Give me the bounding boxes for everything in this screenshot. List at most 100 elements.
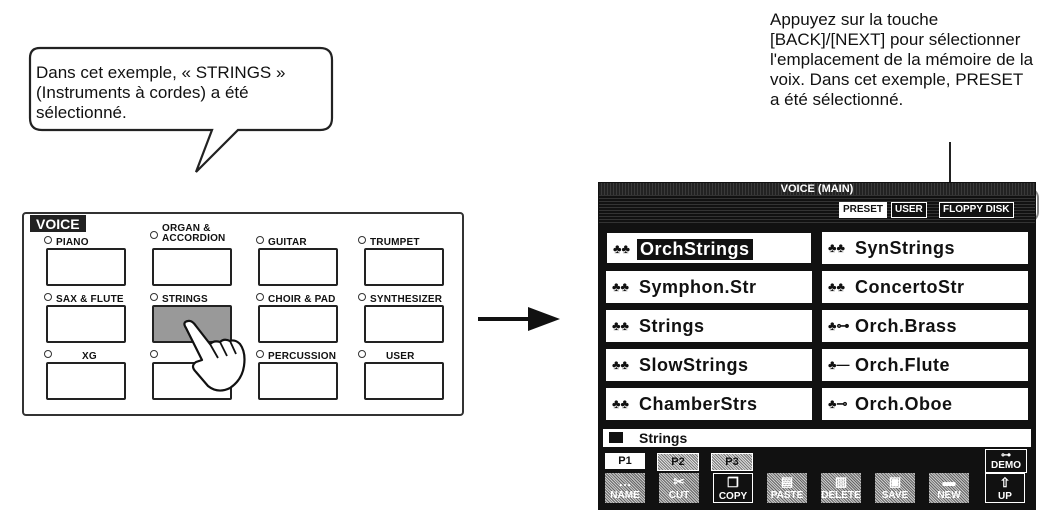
label-choir-pad: CHOIR & PAD: [256, 293, 336, 305]
brass-icon: ♣⊶: [828, 318, 850, 333]
led-icon: [256, 350, 264, 358]
folder-icon: [609, 432, 623, 443]
strings-icon: ♣♣: [613, 241, 631, 256]
copy-icon: ❐: [727, 475, 739, 490]
voice-button-percussion[interactable]: [258, 362, 338, 400]
label-synthesizer: SYNTHESIZER: [358, 293, 442, 305]
led-icon: [44, 350, 52, 358]
label-strings: STRINGS: [150, 293, 208, 305]
annotation-text: Appuyez sur la touche [BACK]/[NEXT] pour…: [770, 10, 1034, 109]
voice-name: OrchStrings: [637, 239, 753, 260]
oboe-icon: ♣⊸: [828, 396, 848, 411]
label-percussion: PERCUSSION: [256, 350, 336, 362]
voice-button-organ-accordion[interactable]: [152, 248, 232, 286]
voice-name: ChamberStrs: [639, 394, 758, 414]
label-sax-flute: SAX & FLUTE: [44, 293, 124, 305]
led-icon: [44, 293, 52, 301]
name-button[interactable]: …NAME: [605, 473, 645, 503]
tab-floppy-disk[interactable]: FLOPPY DISK: [939, 202, 1014, 218]
tab-preset[interactable]: PRESET: [839, 202, 888, 218]
led-icon: [150, 293, 158, 301]
voice-name: Symphon.Str: [639, 277, 757, 297]
up-button[interactable]: ⇧UP: [985, 473, 1025, 503]
voice-button-synthesizer[interactable]: [364, 305, 444, 343]
tab-user[interactable]: USER: [891, 202, 927, 218]
voice-button-user[interactable]: [364, 362, 444, 400]
strings-icon: ♣♣: [828, 279, 846, 294]
trumpet-icon: ⊶: [1001, 450, 1011, 461]
led-icon: [44, 236, 52, 244]
voice-button-sax-flute[interactable]: [46, 305, 126, 343]
arrow-head: [528, 307, 560, 331]
page-tab-p3[interactable]: P3: [711, 453, 753, 471]
screen-title: VOICE (MAIN): [599, 183, 1035, 195]
voice-slot-right-3[interactable]: ♣⊶ Orch.Brass: [821, 309, 1029, 343]
voice-slot-right-4[interactable]: ♣— Orch.Flute: [821, 348, 1029, 382]
voice-name: SynStrings: [855, 238, 956, 258]
voice-name: SlowStrings: [639, 355, 749, 375]
copy-button[interactable]: ❐COPY: [713, 473, 753, 503]
strings-icon: ♣♣: [612, 279, 630, 294]
strings-icon: ♣♣: [612, 318, 630, 333]
voice-slot-left-4[interactable]: ♣♣ SlowStrings: [605, 348, 813, 382]
page-tab-p2[interactable]: P2: [657, 453, 699, 471]
label-blank: [150, 350, 162, 362]
strings-icon: ♣♣: [828, 240, 846, 255]
led-icon: [256, 293, 264, 301]
lcd-screen: VOICE (MAIN) PRESET USER FLOPPY DISK ♣♣ O…: [598, 182, 1036, 510]
strings-icon: ♣♣: [612, 396, 630, 411]
strings-icon: ♣♣: [612, 357, 630, 372]
arrow-shaft: [478, 317, 528, 321]
voice-button-choir-pad[interactable]: [258, 305, 338, 343]
voice-button-piano[interactable]: [46, 248, 126, 286]
delete-button[interactable]: ▥DELETE: [821, 473, 861, 503]
scissors-icon: ✂: [673, 474, 685, 489]
led-icon: [358, 293, 366, 301]
voice-button-guitar[interactable]: [258, 248, 338, 286]
trash-icon: ▥: [834, 474, 848, 489]
label-guitar: GUITAR: [256, 236, 307, 248]
label-organ: ORGAN & ACCORDION: [150, 224, 250, 244]
voice-name: Orch.Oboe: [855, 394, 953, 414]
led-icon: [150, 350, 158, 358]
voice-slot-right-2[interactable]: ♣♣ ConcertoStr: [821, 270, 1029, 304]
voice-name: ConcertoStr: [855, 277, 965, 297]
paste-icon: ▤: [780, 474, 794, 489]
label-user: USER: [358, 350, 415, 362]
disk-icon: ▣: [888, 474, 902, 489]
voice-name: Strings: [639, 316, 705, 336]
voice-slot-right-1[interactable]: ♣♣ SynStrings: [821, 231, 1029, 265]
voice-button-xg[interactable]: [46, 362, 126, 400]
new-folder-icon: ▬: [942, 474, 956, 489]
voice-panel-title: VOICE: [30, 215, 86, 232]
label-trumpet: TRUMPET: [358, 236, 420, 248]
voice-slot-left-1[interactable]: ♣♣ OrchStrings: [605, 231, 813, 265]
voice-slot-left-2[interactable]: ♣♣ Symphon.Str: [605, 270, 813, 304]
folder-up-icon: ⇧: [999, 475, 1011, 490]
folder-name: Strings: [639, 430, 688, 446]
bubble-text: Dans cet exemple, « STRINGS » (Instrumen…: [36, 63, 286, 122]
flute-icon: ♣—: [828, 357, 850, 372]
voice-name: Orch.Flute: [855, 355, 951, 375]
pointing-hand-icon: [183, 319, 246, 392]
label-piano: PIANO: [44, 236, 89, 248]
voice-slot-left-5[interactable]: ♣♣ ChamberStrs: [605, 387, 813, 421]
led-icon: [150, 231, 158, 239]
demo-label: DEMO: [991, 460, 1021, 471]
label-xg: XG: [44, 350, 97, 362]
new-button[interactable]: ▬NEW: [929, 473, 969, 503]
led-icon: [358, 236, 366, 244]
save-button[interactable]: ▣SAVE: [875, 473, 915, 503]
led-icon: [256, 236, 264, 244]
led-icon: [358, 350, 366, 358]
voice-slot-left-3[interactable]: ♣♣ Strings: [605, 309, 813, 343]
voice-button-trumpet[interactable]: [364, 248, 444, 286]
paste-button[interactable]: ▤PASTE: [767, 473, 807, 503]
demo-button[interactable]: ⊶DEMO: [985, 449, 1027, 473]
current-folder: Strings: [603, 429, 1031, 447]
cut-button[interactable]: ✂CUT: [659, 473, 699, 503]
voice-slot-right-5[interactable]: ♣⊸ Orch.Oboe: [821, 387, 1029, 421]
page-tab-p1[interactable]: P1: [605, 453, 645, 469]
voice-name: Orch.Brass: [855, 316, 958, 336]
name-icon: …: [618, 474, 632, 489]
